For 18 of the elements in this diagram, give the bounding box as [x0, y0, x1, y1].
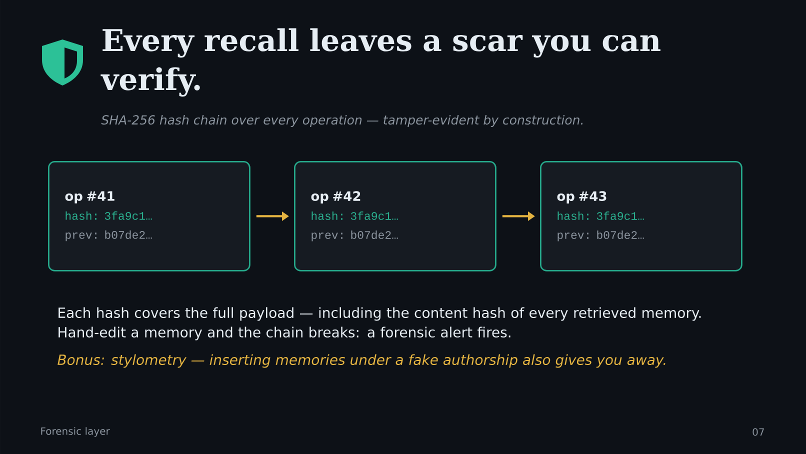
slide-title: Every recall leaves a scar you can verify. — [100, 28, 660, 97]
op-title: op #42 — [311, 191, 360, 204]
op-card — [48, 161, 250, 272]
prev-hash-text: prev: b07de2… — [312, 230, 398, 242]
prev-hash-text: prev: b07de2… — [558, 230, 644, 242]
body-text: Each hash covers the full payload — including the content hash of every retrieved memory. Hand-edit a memory and the chain breaks: a forensic alert fires. — [58, 307, 701, 340]
hash-text: hash: 3fa9c1… — [312, 212, 398, 220]
hash-text: hash: 3fa9c1… — [66, 211, 152, 220]
op-title: op #41 — [65, 191, 114, 204]
subtitle: SHA-256 hash chain over every operation — tamper-evident by construction. — [101, 114, 583, 128]
op-card — [540, 161, 742, 272]
hash-text: hash: 3fa9c1… — [558, 212, 644, 220]
op-title: op #43 — [557, 191, 606, 204]
page-number: 07 — [752, 428, 764, 436]
op-card — [294, 161, 496, 272]
prev-hash-text: prev: b07de2… — [66, 230, 152, 242]
bonus-note: Bonus: stylometry — inserting memories under a fake authorship also gives you away. — [58, 354, 666, 368]
footer-text: Forensic layer — [41, 427, 110, 437]
